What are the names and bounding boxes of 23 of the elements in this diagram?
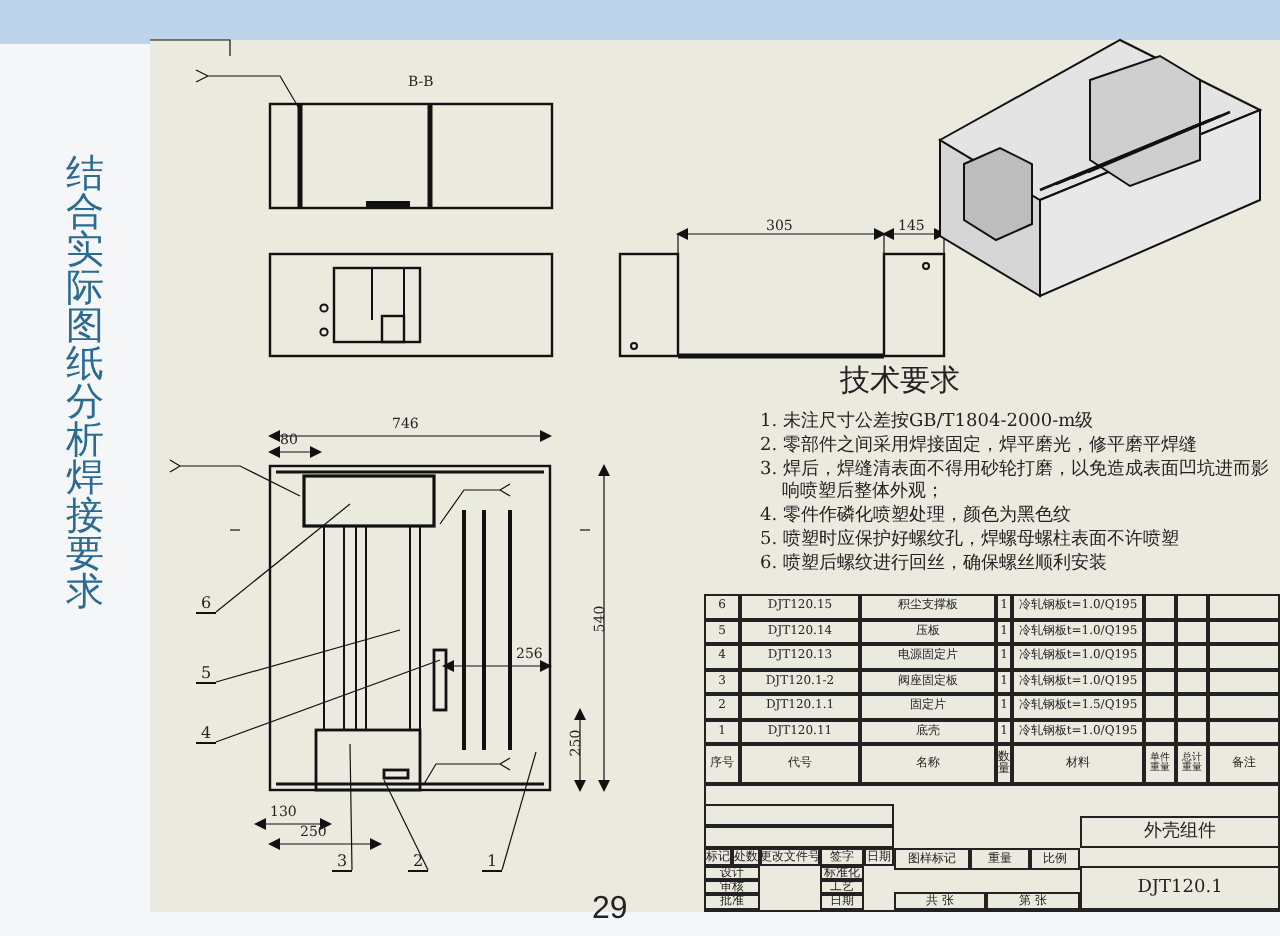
callout-number: 2 bbox=[408, 852, 428, 872]
requirement-text: 4. 零件作磷化喷塑处理，颜色为黑色纹 bbox=[760, 506, 1073, 528]
requirements-heading: 技术要求 bbox=[840, 366, 960, 396]
leader-line bbox=[215, 503, 351, 613]
callout-number: 6 bbox=[196, 594, 216, 614]
table-cell: DJT120.1 bbox=[1080, 866, 1280, 910]
requirement-text: 1. 未注尺寸公差按GB/T1804-2000-m级 bbox=[760, 412, 1096, 434]
requirement-text: 5. 喷塑时应保护好螺纹孔，焊螺母螺柱表面不许喷塑 bbox=[760, 530, 1181, 552]
requirement-text: 6. 喷塑后螺纹进行回丝，确保螺丝顺利安装 bbox=[760, 554, 1109, 576]
leader-line bbox=[501, 751, 537, 871]
table-cell: 外壳组件 bbox=[1080, 816, 1280, 848]
page-number: 29 bbox=[592, 894, 628, 926]
leader-line bbox=[215, 659, 441, 743]
leader-line bbox=[215, 629, 401, 683]
slide-title: 结合实际图纸分析焊接要求 bbox=[66, 156, 106, 612]
callout-number: 5 bbox=[196, 664, 216, 684]
callout-number: 4 bbox=[196, 724, 216, 744]
leader-line bbox=[349, 743, 353, 871]
requirement-text: 2. 零部件之间采用焊接固定，焊平磨光，修平磨平焊缝 bbox=[760, 436, 1199, 458]
requirement-text: 3. 焊后，焊缝清表面不得用砂轮打磨，以免造成表面凹坑进而影响喷塑后整体外观； bbox=[760, 460, 1271, 504]
callout-number: 3 bbox=[332, 852, 352, 872]
callout-number: 1 bbox=[482, 852, 502, 872]
leader-line bbox=[383, 779, 429, 871]
